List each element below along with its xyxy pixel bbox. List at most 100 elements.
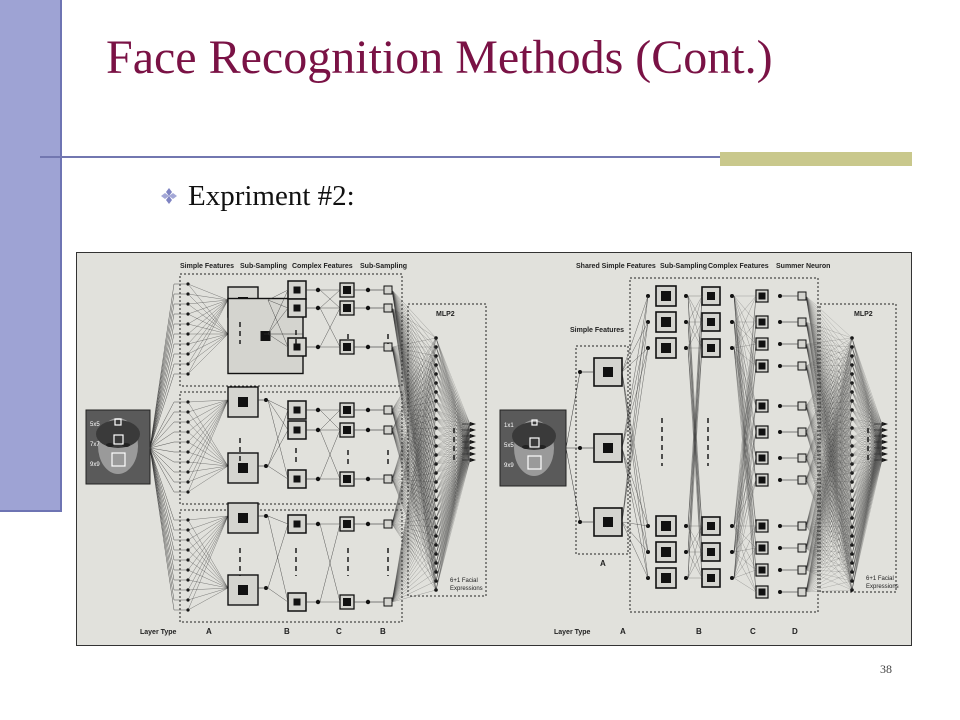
output-arrow [882,446,888,450]
connection-line [805,405,853,447]
feature-map-kernel [343,520,351,528]
connection-line [687,321,703,349]
left-mlp-box [407,303,487,597]
connection-line [435,364,471,455]
connection-line [805,321,853,420]
feature-map [383,303,393,313]
connection-line [267,409,289,467]
connection-line [851,453,883,564]
feature-map-kernel [758,362,766,370]
connection-line [733,343,757,579]
connection-line [733,321,757,349]
connection-line [391,289,437,348]
left-header-2: Sub-Sampling [240,263,287,270]
connection-line [149,447,175,463]
connection-line [805,479,853,582]
connection-line [805,436,853,527]
connection-line [391,364,437,431]
connection-line [435,459,471,582]
connection-line [805,295,853,537]
connection-line [805,295,853,474]
connection-line [733,405,757,553]
accent-stripe [720,150,912,166]
output-arrow [882,452,888,456]
feature-map-kernel [758,402,766,410]
neuron-node [365,599,371,605]
connection-line [435,346,471,455]
connection-line [435,447,471,492]
connection-line [733,295,757,571]
connection-line [435,447,471,456]
right-network [565,285,888,599]
connection-line [435,427,471,455]
connection-line [391,346,437,402]
connection-line [851,346,883,437]
connection-line [149,293,175,449]
connection-line [435,382,471,461]
connection-line [733,295,757,323]
connection-line [621,321,649,373]
connection-line [391,307,437,591]
connection-line [805,343,853,348]
output-arrow [882,434,888,438]
connection-line [805,321,853,573]
connection-line [187,451,229,467]
connection-line [187,515,229,561]
connection-line [187,399,229,433]
feature-map-kernel [343,598,351,606]
connection-line [149,447,175,483]
connection-line [435,447,471,474]
connection-line [187,399,229,493]
connection-line [851,409,883,455]
connection-line [187,539,229,589]
connection-line [391,523,437,591]
connection-line [435,409,471,449]
connection-line [187,465,229,473]
neuron-node [578,446,582,450]
connection-line [149,303,175,449]
right-mlp-box [819,303,897,593]
connection-line [149,447,175,531]
connection-line [391,289,437,366]
connection-line [435,453,471,537]
connection-line [391,346,437,456]
connection-line [733,295,757,527]
right-input-label-2: 5x5 [504,443,514,449]
connection-line [805,400,853,481]
neuron-node [684,294,688,298]
connection-line [733,295,757,345]
connection-line [733,343,757,527]
neuron-node [264,398,268,402]
connection-line [435,391,471,461]
connection-line [391,289,437,582]
neuron-node [315,287,321,293]
connection-line [851,447,883,501]
connection-line [805,499,853,527]
connection-line [435,346,471,437]
connection-line [621,347,649,523]
left-group-box-3 [179,509,403,623]
connection-line [805,405,853,591]
connection-line [267,289,289,301]
connection-line [391,289,437,447]
connection-line [391,454,437,480]
connection-line [805,343,853,492]
right-shared-box [629,277,819,613]
feature-map [797,361,807,371]
connection-line [805,295,853,393]
connection-line [687,321,703,579]
connection-line [805,343,853,591]
connection-line [267,289,289,335]
connection-line [187,515,229,611]
connection-line [733,295,757,349]
connection-line [187,461,229,467]
connection-line [435,447,471,510]
neuron-node [684,576,688,580]
output-arrow [470,422,476,426]
connection-line [733,343,757,553]
connection-line [733,525,757,593]
connection-line [391,409,437,546]
connection-line [805,445,853,527]
connection-line [805,321,853,465]
connection-line [149,333,175,449]
